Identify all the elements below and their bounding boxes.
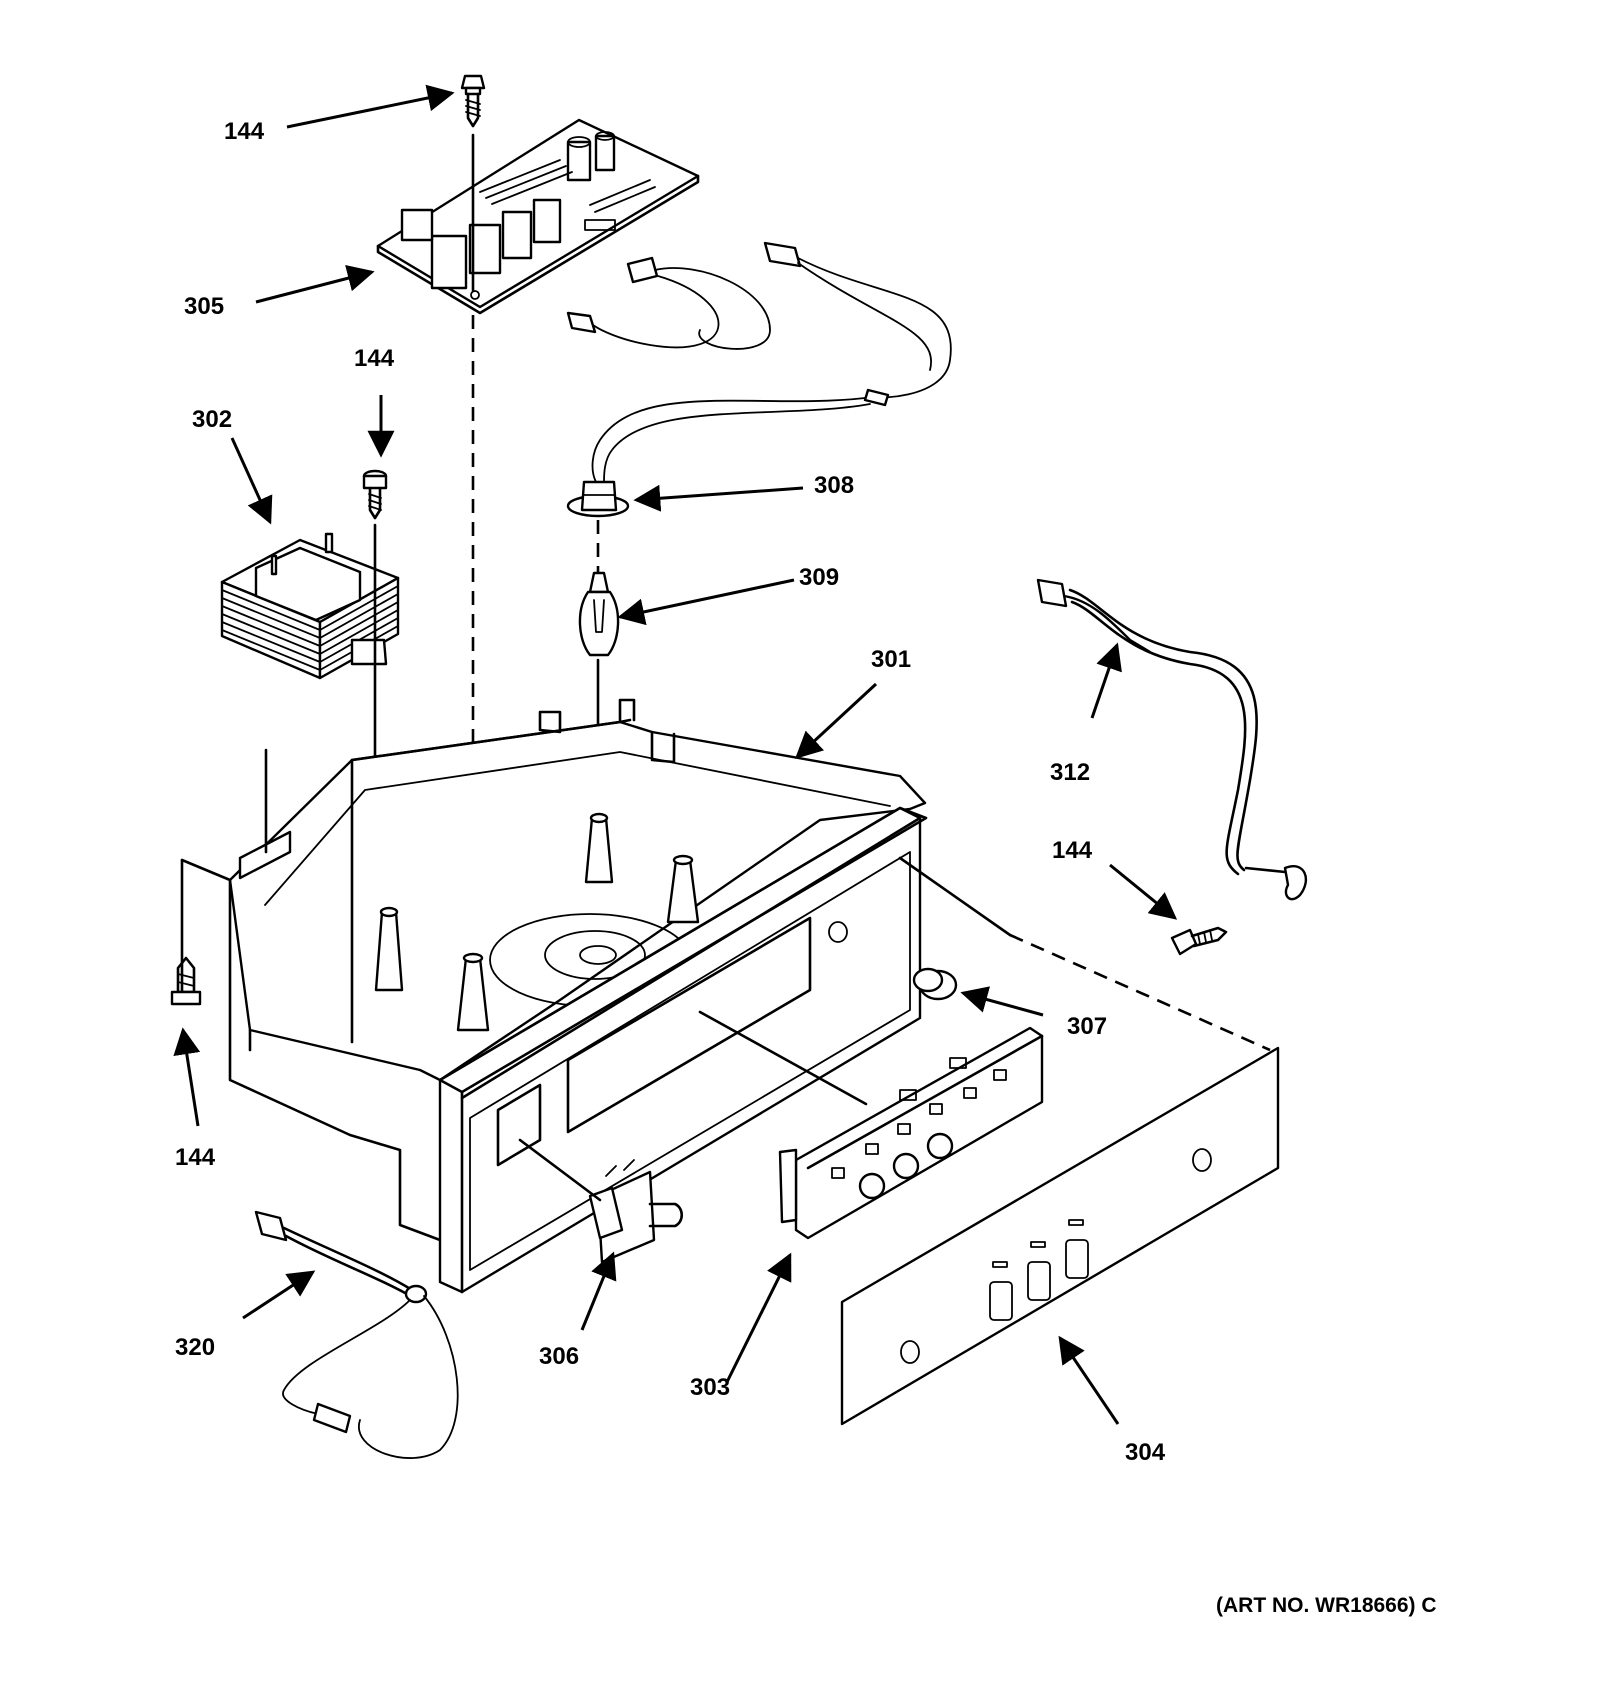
axis-line-module [698, 1010, 868, 1106]
screw-144-mid [362, 469, 388, 520]
callout-308: 308 [814, 472, 854, 499]
callout-arrows [173, 84, 1178, 1425]
screw-144-top [460, 74, 486, 128]
axis-line-right [898, 856, 1012, 937]
wire-312 [1036, 578, 1307, 901]
switch-module-303 [778, 1026, 1044, 1240]
axis-line-switch [518, 1138, 602, 1202]
screw-144-right [1170, 926, 1228, 956]
callout-304: 304 [1125, 1439, 1166, 1466]
callout-144-left: 144 [175, 1144, 216, 1171]
callout-144-right: 144 [1052, 837, 1093, 864]
wire-320 [254, 1210, 459, 1459]
callout-144-top: 144 [224, 118, 265, 145]
bulb-309 [578, 571, 620, 657]
callout-306: 306 [539, 1343, 579, 1370]
callout-320: 320 [175, 1334, 215, 1361]
callout-301: 301 [871, 646, 911, 673]
lamp-socket-308 [566, 480, 630, 518]
screw-144-left [170, 956, 202, 1006]
callout-307: 307 [1067, 1013, 1107, 1040]
control-board-305 [376, 118, 700, 315]
transformer-302 [220, 532, 400, 680]
art-number: (ART NO. WR18666) C [1216, 1594, 1437, 1617]
wire-harness [566, 241, 952, 483]
callout-309: 309 [799, 564, 839, 591]
callout-303: 303 [690, 1374, 730, 1401]
callout-305: 305 [184, 293, 224, 320]
axis-line-faceplate [1009, 933, 1271, 1052]
callout-312: 312 [1050, 759, 1090, 786]
callout-144-mid: 144 [354, 345, 395, 372]
plug-307 [912, 967, 958, 1001]
callout-302: 302 [192, 406, 232, 433]
door-switch-306 [588, 1159, 684, 1264]
faceplate-304 [840, 1046, 1280, 1426]
